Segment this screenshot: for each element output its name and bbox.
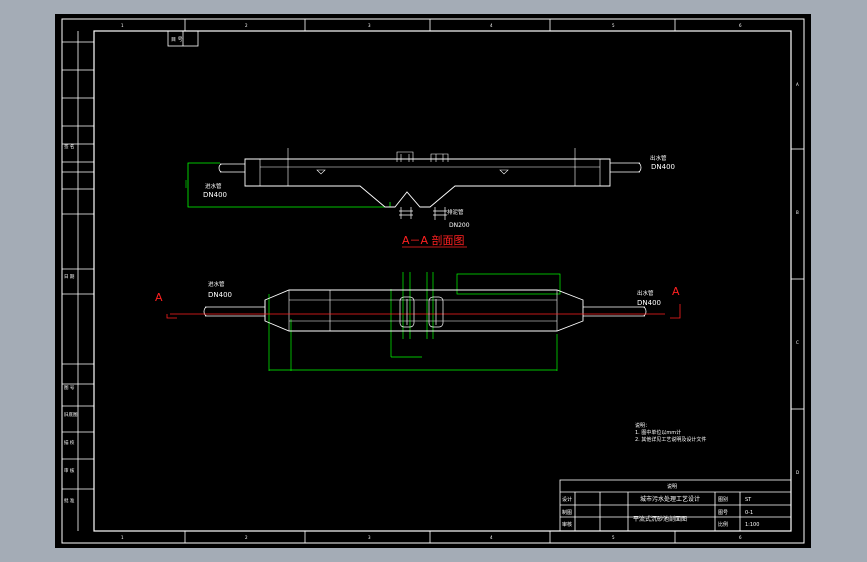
top-grid-labels: 1 2 3 4 5 6 1 2 3 4 5 6 A B C D (121, 23, 799, 540)
drawing-canvas: 1 2 3 4 5 6 1 2 3 4 5 6 A B C D (61, 18, 805, 544)
grid-ref-bottom-5: 5 (612, 535, 615, 540)
section-view: 进水管 DN400 出水管 DN400 排泥管 DN200 A－A 剖面图 (185, 148, 675, 248)
notes: 说明： 1. 图中单位以mm计 2. 其他详见工艺说明及设计文件 (635, 422, 706, 443)
section-title: A－A 剖面图 (402, 233, 465, 247)
section-tank-body (244, 158, 611, 208)
notes-item-2: 2. 其他详见工艺说明及设计文件 (635, 436, 706, 443)
section-inlet-label: 进水管 (205, 182, 222, 190)
title-block: 说明 设计 制图 审核 城市污水处理工艺设计 平流式沉砂池剖面图 图别 ST 图… (559, 479, 792, 532)
top-tag-box: 目 号 (167, 30, 199, 47)
plan-outlet-pipe (583, 306, 647, 317)
section-mark-left: A (155, 291, 163, 304)
grid-ref-bottom-6: 6 (739, 535, 742, 540)
field-label-number: 图号 (718, 510, 728, 516)
section-mark-right: A (672, 285, 680, 298)
grid-ref-top-2: 2 (245, 23, 248, 28)
strip-label-check: 描 校 (64, 439, 75, 446)
title-row-design: 设计 (562, 496, 572, 503)
grid-ref-bottom-2: 2 (245, 535, 248, 540)
plan-hoppers (399, 296, 444, 328)
plan-inlet-label: 进水管 (208, 280, 225, 288)
grid-ref-right-c: C (796, 340, 799, 345)
section-drain-pipes (399, 207, 447, 220)
section-inlet-pipe (218, 163, 245, 173)
grid-ref-top-3: 3 (368, 23, 371, 28)
strip-label-sign: 签 名 (64, 143, 74, 150)
left-strip (62, 31, 94, 531)
field-label-scale: 比例 (718, 521, 728, 528)
left-strip-labels: 签 名 日 期 图 号 旧底图 描 校 审 核 批 准 (64, 143, 78, 504)
title-row-draw: 制图 (562, 509, 572, 516)
section-outlet-label: 出水管 (650, 154, 667, 162)
section-marks (166, 304, 681, 319)
inner-frame (93, 30, 792, 532)
strip-label-old: 旧底图 (64, 411, 78, 418)
title-row-review: 审核 (562, 521, 572, 528)
section-inlet-size: DN400 (203, 191, 227, 199)
plan-inlet-size: DN400 (208, 291, 232, 299)
plan-tank-outline (264, 289, 584, 332)
drawing-name: 平流式沉砂池剖面图 (633, 515, 687, 523)
drawing-sheet: 1 2 3 4 5 6 1 2 3 4 5 6 A B C D (55, 14, 811, 548)
grid-ref-top-6: 6 (739, 23, 742, 28)
grid-ref-bottom-3: 3 (368, 535, 371, 540)
project-name: 城市污水处理工艺设计 (640, 495, 700, 503)
section-outlet-size: DN400 (651, 163, 675, 171)
grid-ref-right-d: D (796, 470, 799, 475)
strip-label-review: 审 核 (64, 467, 75, 474)
top-grid-ticks (184, 19, 804, 543)
top-tag-label: 目 号 (171, 37, 183, 43)
title-block-header: 说明 (667, 483, 677, 490)
plan-view: A A 进水管 DN400 出水管 DN400 (155, 272, 681, 371)
section-drain-size: DN200 (449, 222, 470, 229)
strip-label-approve: 批 准 (64, 497, 75, 504)
grid-ref-bottom-4: 4 (490, 535, 493, 540)
notes-item-1: 1. 图中单位以mm计 (635, 429, 681, 436)
section-outlet-pipe (610, 162, 642, 173)
plan-outlet-size: DN400 (637, 299, 661, 307)
field-value-scale: 1:100 (745, 522, 759, 528)
notes-heading: 说明： (635, 422, 650, 429)
grid-ref-right-a: A (796, 82, 799, 87)
section-green-outline (187, 162, 391, 208)
grid-ref-top-1: 1 (121, 23, 124, 28)
plan-dimensions (268, 272, 561, 371)
outer-frame (61, 18, 805, 544)
grid-ref-top-5: 5 (612, 23, 615, 28)
section-drain-label: 排泥管 (447, 208, 464, 216)
grid-ref-top-4: 4 (490, 23, 493, 28)
strip-label-number: 图 号 (64, 385, 75, 391)
sheet-label: 图别 (718, 496, 728, 503)
plan-inlet-pipe (203, 306, 265, 317)
grid-ref-right-b: B (796, 210, 799, 215)
grid-ref-bottom-1: 1 (121, 535, 124, 540)
plan-outlet-label: 出水管 (637, 289, 654, 297)
sheet-value: ST (745, 497, 752, 503)
strip-label-date: 日 期 (64, 274, 75, 280)
field-value-number: 0-1 (745, 510, 753, 516)
